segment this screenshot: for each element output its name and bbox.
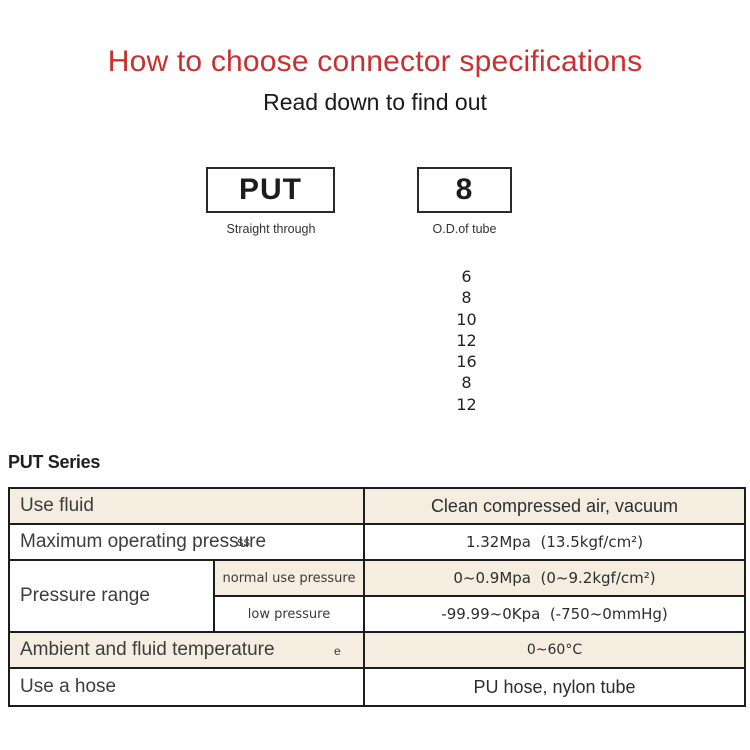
use-fluid-label: Use fluid [20, 495, 94, 516]
size-option: 10 [456, 309, 477, 329]
size-option: 6 [461, 267, 472, 286]
spec-subrow-low-pressure-value: -99.99~0Kpa (-750~0mmHg) [365, 597, 744, 633]
hose-value: PU hose, nylon tube [473, 676, 636, 697]
low-pressure-sublabel: low pressure [247, 606, 331, 622]
spec-row-hose-value: PU hose, nylon tube [365, 669, 744, 705]
model-box-caption: Straight through [226, 222, 316, 236]
size-options-list: 6 8 10 12 16 8 12 [404, 266, 529, 415]
model-code-box: PUT [206, 167, 335, 213]
spec-row-hose-label: Use a hose [10, 669, 365, 705]
page-subtitle: Read down to find out [263, 89, 487, 115]
spec-row-pressure-range-label: Pressure range [10, 561, 215, 633]
page-title: How to choose connector specifications [107, 45, 643, 78]
low-pressure-value: -99.99~0Kpa (-750~0mmHg) [441, 605, 668, 623]
max-pressure-label: Maximum operating pressure [20, 531, 267, 552]
size-option: 12 [456, 394, 477, 414]
size-option: 8 [461, 288, 472, 308]
text-overlap-artifact: e [334, 644, 341, 658]
spec-row-temperature-value: 0~60°C [365, 633, 744, 669]
spec-row-use-fluid-label: Use fluid [10, 489, 365, 525]
spec-table: Use fluid Clean compressed air, vacuum M… [8, 487, 746, 707]
size-option: 8 [461, 373, 472, 393]
hose-label: Use a hose [20, 676, 117, 697]
spec-row-max-pressure-value: 1.32Mpa (13.5kgf/cm²) [365, 525, 744, 561]
spec-row-use-fluid-value: Clean compressed air, vacuum [365, 489, 744, 525]
spec-subrow-normal-pressure-value: 0~0.9Mpa (0~9.2kgf/cm²) [365, 561, 744, 597]
size-box-caption: O.D.of tube [432, 222, 497, 236]
normal-pressure-value: 0~0.9Mpa (0~9.2kgf/cm²) [453, 569, 656, 587]
use-fluid-value: Clean compressed air, vacuum [430, 495, 679, 516]
tube-size-box: 8 [417, 167, 512, 213]
pressure-range-label: Pressure range [20, 585, 150, 606]
max-pressure-value: 1.32Mpa (13.5kgf/cm²) [465, 533, 644, 551]
text-overlap-artifact: ss [237, 534, 250, 549]
size-option: 12 [456, 330, 477, 350]
normal-pressure-sublabel: normal use pressure [222, 570, 356, 586]
spec-row-max-pressure-label: Maximum operating pressure ss [10, 525, 365, 561]
series-heading: PUT Series [8, 452, 101, 472]
size-option: 16 [456, 352, 477, 372]
tube-size-label: 8 [455, 173, 474, 206]
spec-row-temperature-label: Ambient and fluid temperature e [10, 633, 365, 669]
spec-subrow-low-pressure-label: low pressure [215, 597, 365, 633]
temperature-label: Ambient and fluid temperature [20, 639, 275, 660]
spec-subrow-normal-pressure-label: normal use pressure [215, 561, 365, 597]
model-code-label: PUT [239, 173, 302, 206]
temperature-value: 0~60°C [526, 642, 583, 658]
